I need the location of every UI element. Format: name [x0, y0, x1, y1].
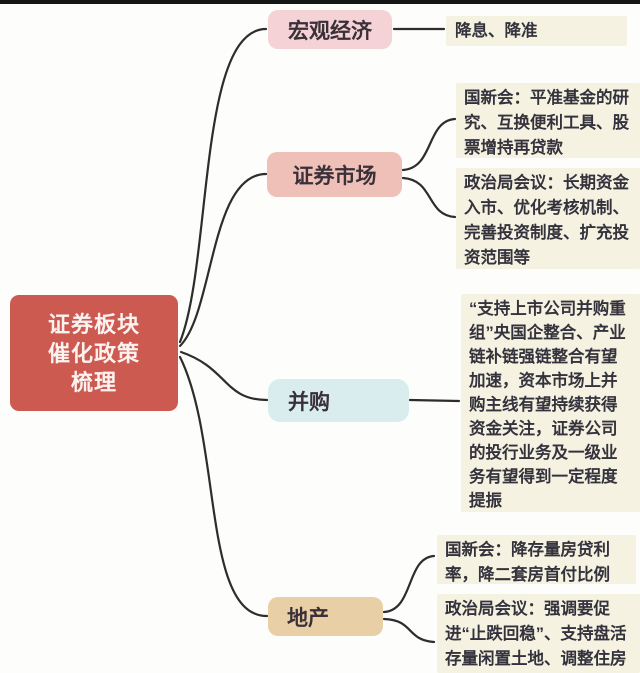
- connector-market-leaf1: [401, 117, 457, 172]
- connector-ma-leaf1: [408, 398, 461, 403]
- leaf-note-realestate-politburo: 政治局会议：强调要促进“止跌回稳”、支持盘活存量闲置土地、调整住房: [437, 594, 640, 673]
- branch-node-real-estate: 地产: [268, 597, 383, 636]
- branch-node-macro-economy: 宏观经济: [268, 10, 392, 49]
- leaf-note-market-politburo: 政治局会议：长期资金入市、优化考核机制、完善投资制度、扩充投资范围等: [456, 168, 640, 269]
- leaf-note-realestate-state-council: 国新会：降存量房贷利率，降二套房首付比例: [437, 535, 636, 584]
- root-node: 证券板块 催化政策 梳理: [10, 295, 178, 411]
- branch-node-securities-market: 证券市场: [267, 152, 402, 197]
- leaf-note-ma-restructuring: “支持上市公司并购重组”央国企整合、产业链补链强链整合有望加速，资本市场上并购主…: [461, 294, 640, 512]
- connector-root-market: [178, 172, 268, 348]
- connector-realestate-leaf2: [382, 617, 436, 644]
- connector-realestate-leaf1: [382, 554, 436, 614]
- connector-root-realestate: [178, 355, 269, 618]
- connector-root-ma: [179, 350, 269, 402]
- branch-node-mergers-acquisitions: 并购: [268, 379, 409, 422]
- leaf-note-market-state-council: 国新会：平准基金的研究、互换便利工具、股票增持再贷款: [456, 83, 640, 158]
- connector-root-macro: [178, 27, 268, 344]
- leaf-note-macro-rate-cuts: 降息、降准: [446, 16, 627, 46]
- connector-market-leaf2: [401, 176, 457, 219]
- top-border-bar: [0, 0, 640, 4]
